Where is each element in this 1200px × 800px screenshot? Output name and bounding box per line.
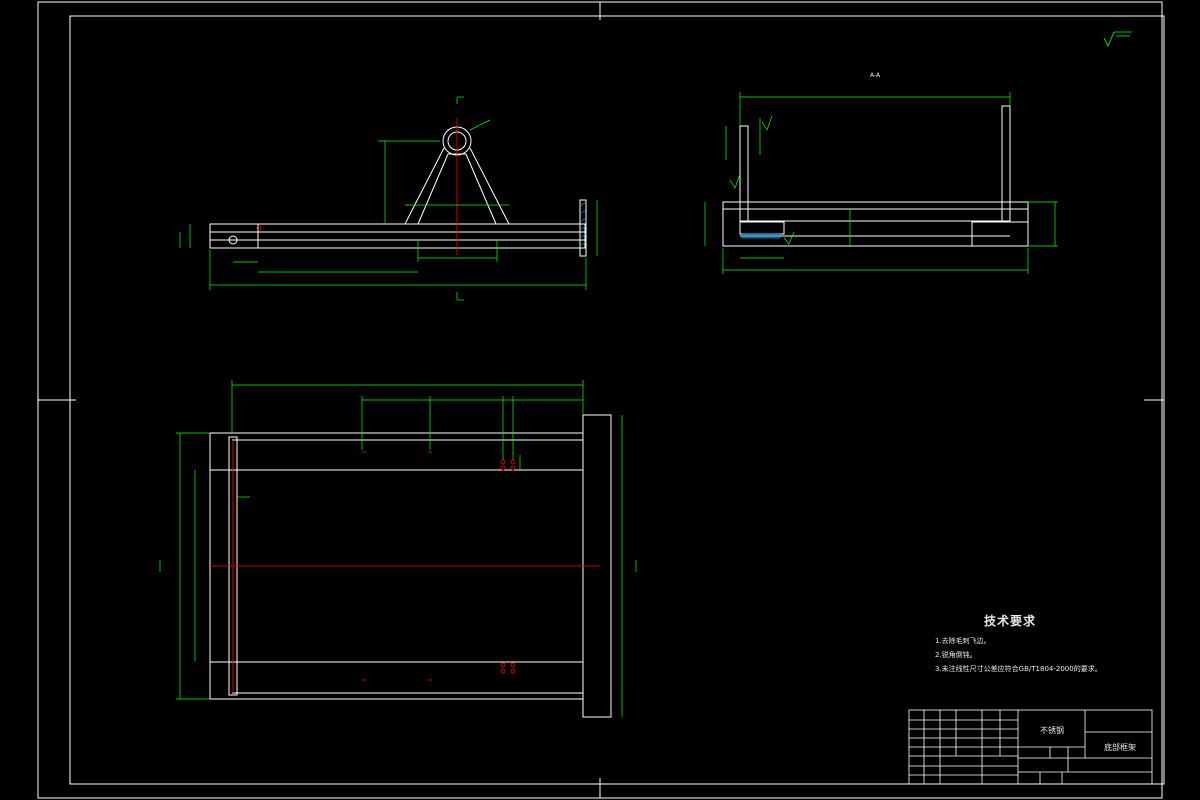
part-name: 底部框架: [1104, 743, 1136, 752]
tech-req-item-3: 3.未注线性尺寸公差应符合GB/T1804-2000的要求。: [935, 665, 1102, 673]
tech-req-item-1: 1.去除毛刺飞边。: [935, 637, 991, 645]
section-label: A-A: [870, 72, 881, 79]
title-block: [908, 709, 1153, 785]
front-view: [179, 96, 598, 301]
tech-req-title: 技术要求: [983, 614, 1036, 628]
sheet-border: [37, 1, 1165, 799]
tech-req-item-2: 2.锐角倒钝。: [935, 651, 977, 659]
surface-finish-mark: [1103, 31, 1132, 47]
side-section-view: [704, 92, 1058, 274]
material-label: 不锈钢: [1040, 726, 1064, 735]
top-view: [159, 380, 637, 718]
